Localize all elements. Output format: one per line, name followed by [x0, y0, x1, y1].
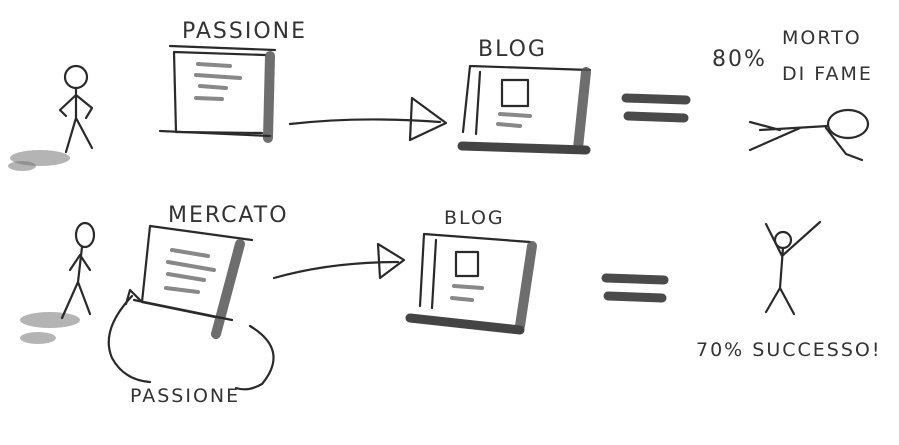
result-text-top-line1: MORTO — [782, 27, 862, 49]
happy-stick-figure — [764, 220, 822, 316]
result-text-bottom: 70% SUCCESSO! — [696, 339, 881, 361]
result-text-top-line2: DI FAME — [782, 63, 873, 85]
passione-label: PASSIONE — [182, 19, 307, 44]
arrow-top — [288, 96, 448, 142]
passione-loop-label: PASSIONE — [130, 385, 240, 407]
passione-page: PASSIONE — [158, 19, 307, 143]
equals-bottom — [601, 273, 669, 303]
arrow-bottom — [272, 242, 406, 280]
stick-figure-walking-bottom — [20, 221, 96, 344]
mercato-page: MERCATO — [132, 203, 289, 339]
blog-page-bottom: BLOG — [405, 207, 537, 335]
dead-stick-figure — [748, 108, 870, 162]
bottom-row: MERCATO PASSIONE BLOG — [20, 203, 881, 407]
result-bottom: 70% SUCCESSO! — [696, 220, 881, 361]
result-top: 80% MORTO DI FAME — [712, 27, 873, 162]
result-percent-top: 80% — [712, 47, 767, 72]
mercato-label: MERCATO — [168, 203, 289, 228]
passione-loop: PASSIONE — [107, 288, 275, 407]
equals-top — [621, 93, 691, 123]
stick-figure-walking-top — [8, 64, 94, 171]
top-row: PASSIONE BLOG 80% MORTO — [8, 19, 873, 171]
blog-label-top: BLOG — [478, 37, 547, 62]
blog-page-top: BLOG — [457, 37, 592, 155]
blog-label-bottom: BLOG — [444, 207, 505, 229]
